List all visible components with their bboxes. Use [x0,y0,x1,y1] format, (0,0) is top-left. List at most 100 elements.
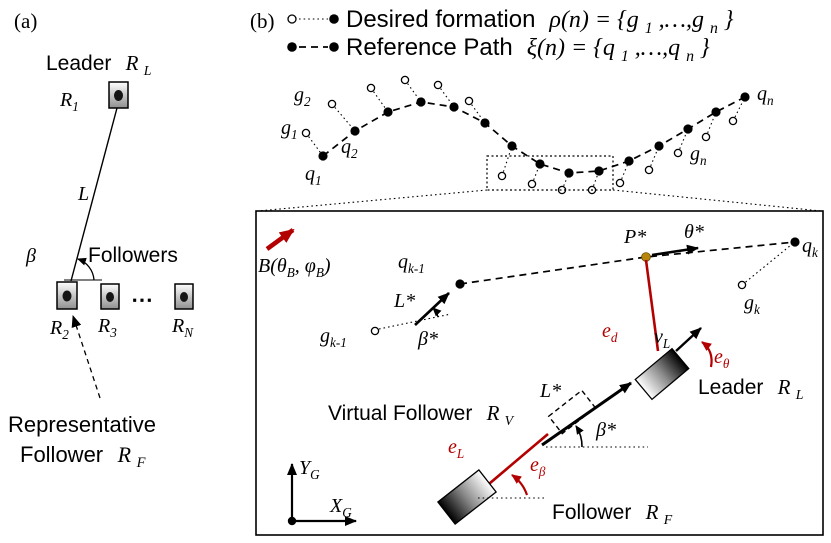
g-k-minus-1-point [370,326,380,336]
leader-velocity-arrow [675,327,702,352]
reference-path-point [480,118,490,128]
reference-path-point [654,141,664,151]
formation-offset-link [561,172,570,191]
leader-label: Leader R L [46,51,152,78]
reference-path-point [350,126,360,136]
axes-origin-dot [287,516,297,526]
legend-reference-dot-right [329,42,339,52]
zoom-connector-left [257,189,488,212]
followers-label: Followers [88,244,178,267]
v-l-label: vL [654,326,670,351]
inset-reference-path [459,241,796,285]
leader-robot-label: Leader R L [698,375,804,402]
e-d-label: ed [602,320,618,345]
panel-b-tag: (b) [250,9,275,33]
g-k-offset-line [741,244,792,286]
q-k-point [790,237,800,247]
qn-label: qn [757,83,774,108]
reference-path-point [683,124,693,134]
y-axis-label: YG [299,457,320,482]
theta-star-arrow [651,244,699,257]
e-beta-label: eβ [530,454,546,479]
desired-formation-point [301,128,311,138]
desired-formation-point [728,116,738,126]
leader-robot [634,347,690,401]
p-star-label: P* [623,226,646,248]
desired-distance-arrow [414,292,450,326]
leader-link-line [70,107,118,282]
reference-path-point [535,159,545,169]
reference-path-point [624,156,634,166]
reference-path-overview [301,75,750,195]
robot-r3 [100,283,120,310]
robot-rn [174,283,194,310]
desired-formation-point [433,80,443,90]
q-k-label: qk [802,235,819,260]
formation-offset-link [305,132,324,157]
e-beta-arc [511,474,529,496]
virtual-follower-label: Virtual Follower R V [328,401,515,428]
r1-label: R1 [59,89,79,114]
follower-robot-label: Follower R F [552,500,673,527]
r3-label: R3 [97,315,117,340]
e-d-error-line [644,259,660,352]
q-k-minus-1-label: qk-1 [398,251,425,276]
robot-r2 [56,281,78,310]
legend-desired-label: Desired formation ρ(n) = {g 1 ,…,g n } [346,6,734,39]
e-l-error-line [482,433,549,490]
e-theta-label: eθ [714,346,730,371]
desired-bearing-baseline [378,313,452,330]
g-k-point [737,280,747,290]
beta-star-desired-label: β* [417,328,438,350]
formation-offset-link [591,170,600,191]
beta-label: β [25,245,36,267]
x-axis-label: XG [329,495,352,520]
q-k-minus-1-point [455,279,465,289]
reference-path-point [318,151,328,161]
e-l-label: eL [448,436,464,461]
reference-path-polyline [322,96,746,174]
follower-robot [436,469,498,525]
bearing-arrow [265,228,295,251]
reference-path-point [711,107,721,117]
desired-formation-point [497,171,507,181]
reference-path-point [383,107,393,117]
g2-label: g2 [294,84,311,109]
legend-desired-filled-dot [329,14,339,24]
bearing-label: B(θB, φB) [258,255,331,280]
robot-r1 [108,81,129,109]
l-star-label: L* [539,380,561,402]
l-star-arrow [541,381,632,447]
q1-label: q1 [305,163,322,188]
desired-formation-point [701,132,711,142]
formation-offset-link [501,145,513,177]
legend-desired-open-dot [287,14,297,24]
representative-pointer-arrow [71,315,101,399]
q2-label: q2 [341,136,358,161]
beta-star-arc [575,425,584,448]
beta-star-label: β* [595,419,616,441]
link-length-label: L [77,183,89,205]
rn-label: RN [171,315,194,340]
theta-star-label: θ* [684,221,704,243]
zoom-connector-right [612,189,822,212]
desired-formation-point [644,165,654,175]
reference-path-point [564,168,574,178]
reference-path-point [507,141,517,151]
legend-reference-dot-left [287,42,297,52]
inset-box [255,210,824,536]
gn-label: gn [690,143,707,168]
g1-label: g1 [281,117,298,142]
reference-path-point [416,97,426,107]
representative-label-line1: Representative [8,412,156,437]
l-star-desired-label: L* [393,290,415,312]
panel-a-tag: (a) [14,9,37,33]
desired-bearing-arc [432,307,442,318]
desired-formation-point [615,178,625,188]
formation-offset-link [331,103,356,132]
beta-arc [77,257,95,281]
desired-formation-point [327,99,337,109]
reference-path-point [740,92,750,102]
g-k-minus-1-label: gk-1 [320,325,347,350]
